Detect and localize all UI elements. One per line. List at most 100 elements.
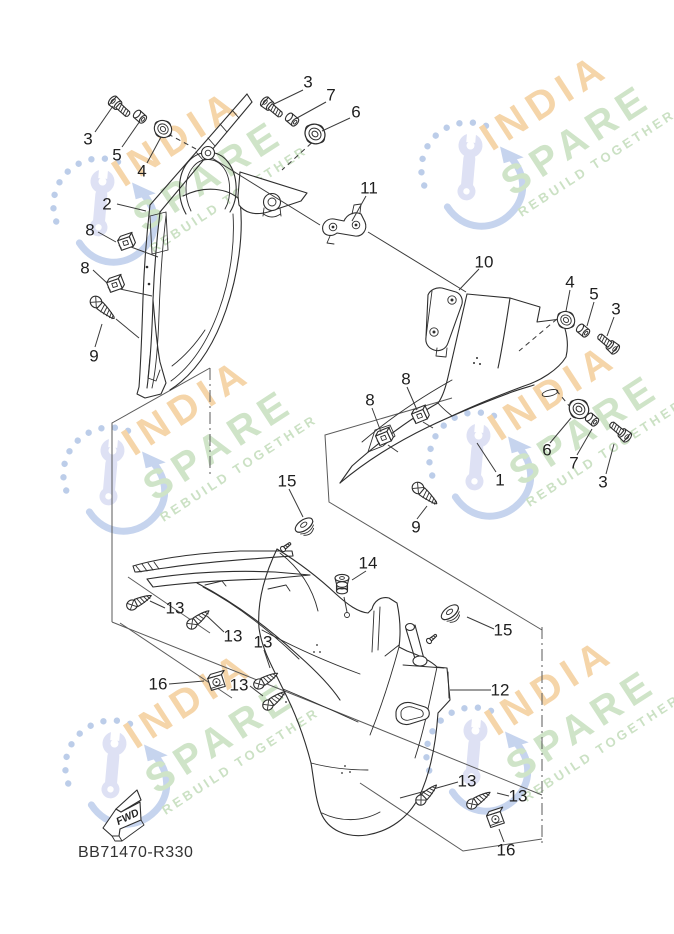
grommet-15b [438,601,465,628]
callout-label-3: 3 [611,300,620,319]
wrench-icon [457,127,483,201]
callout-leader-4 [146,136,162,164]
watermark-dot [126,720,134,728]
callout-leader-8 [92,269,108,284]
screw-13a [124,590,155,613]
watermark-dot [87,722,94,729]
watermark-dot [487,707,495,715]
lower-assembly-leg-shield-12 [124,514,506,837]
callout-label-16: 16 [149,675,168,694]
watermark-dot [64,168,71,175]
callout-label-13: 13 [224,627,243,646]
callout-label-5: 5 [112,146,121,165]
frame-middle-assembly [324,397,543,631]
leader-line-extra [343,596,445,799]
grommet-6a [299,118,331,150]
watermark-dot [477,409,485,416]
watermark-dot [124,427,132,435]
watermark-dot [432,132,439,139]
bracket-11 [322,203,367,245]
watermark-arrowhead-icon [500,146,524,164]
watermark-dot [437,717,444,724]
screw-9b [409,479,441,509]
watermark-dot [98,425,105,432]
watermark-dot [474,704,482,711]
fwd-arrow: FWD [102,789,145,842]
watermark-dot [63,753,70,761]
callout-label-8: 8 [80,259,89,278]
callout-label-10: 10 [475,253,494,272]
callout-leader-4 [565,289,571,312]
cover2-flap-boss-side [262,207,282,218]
callout-leader-3 [273,89,304,105]
watermark-dot [419,155,426,163]
shield-left-band-outer [196,582,341,701]
watermark-dot [424,740,431,748]
callout-leader-16 [498,828,505,843]
damper-14 [334,573,350,595]
watermark-dot [423,754,430,761]
watermark-dot [63,487,70,494]
cover2-top-edge [182,188,241,201]
cover2-foot [136,299,167,399]
watermark-dot [418,169,425,176]
watermark-arrowhead-icon [508,436,532,454]
collar-5b [574,322,592,339]
callout-leader-10 [458,268,480,291]
callout-label-3: 3 [83,130,92,149]
watermark-dot [114,158,122,166]
watermark-dot [88,156,95,163]
callout-leader-7 [296,101,327,119]
cover2-pillar-inner-line [151,215,167,389]
frame-diagonal-lower [111,621,543,796]
callout-label-12: 12 [491,681,510,700]
callout-leader-13 [496,792,510,797]
callout-leader-15 [466,616,495,630]
leader-line-dashed [167,133,319,171]
wrench-icon [465,417,491,491]
screw-13e [413,780,441,808]
callout-leader-7 [576,428,593,456]
watermark-dot [432,433,439,440]
bolt-3a [106,93,134,120]
watermark-dot [111,424,119,431]
watermark-dot [65,780,72,787]
callout-label-13: 13 [458,772,477,791]
callout-label-2: 2 [102,195,111,214]
collar-5a [131,108,149,126]
callout-label-13: 13 [230,676,249,695]
watermark-circular-arrow [451,443,535,520]
wrench-icon [99,432,125,506]
callout-label-1: 1 [495,471,504,490]
shield-wing-blade-1 [132,550,294,573]
screw-9a [87,293,119,324]
watermark-dot [464,410,471,417]
fwd-arrow-extrusion [111,819,145,842]
watermark-dot [429,728,436,735]
cover2-boss [200,145,216,161]
callout-leader-11 [351,195,367,222]
watermark-dot [61,460,68,468]
watermark-dot [76,730,83,737]
leader-line-extra [211,157,467,293]
upper-assembly-side-cover-2 [87,93,467,399]
leader-line-dashed [518,318,572,409]
cover2-lobe-inner-line [170,213,234,382]
callout-leader-9 [94,323,103,348]
cover2-pillar-left-edge [138,204,151,388]
watermark-dot [440,422,447,429]
callout-leader-3 [605,443,615,475]
watermark-dot [51,191,58,199]
frame-bottom-v [359,782,543,852]
watermark-dot [421,182,428,189]
callout-label-8: 8 [365,391,374,410]
watermark-circular-arrow [443,153,527,230]
watermark-circular-arrow [85,458,169,535]
part-code-label: BB71470-R330 [78,844,193,861]
callout-label-8: 8 [401,370,410,389]
callout-label-8: 8 [85,221,94,240]
callout-leader-5 [121,120,141,148]
